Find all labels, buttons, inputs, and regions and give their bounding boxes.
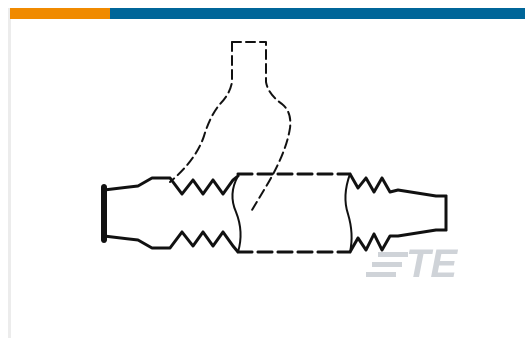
- left-boot-top-outline: [102, 174, 240, 196]
- left-inner-boundary: [231, 175, 242, 253]
- branch-inner-dashed: [169, 41, 233, 183]
- right-boot-top-outline: [348, 172, 448, 198]
- branch-outline-dashed: [231, 41, 292, 211]
- right-inner-boundary: [344, 173, 353, 253]
- left-edge-rule: [8, 8, 11, 338]
- te-logo-mark: [366, 252, 408, 277]
- banner-brand-segment: [110, 8, 525, 19]
- te-watermark-logo: TE: [366, 242, 458, 286]
- banner-accent-segment: [10, 8, 110, 19]
- te-logo-text: TE: [406, 242, 458, 286]
- top-banner-bar: [10, 8, 525, 19]
- right-boot-bottom-outline: [348, 228, 448, 254]
- left-boot-bottom-outline: [102, 230, 240, 254]
